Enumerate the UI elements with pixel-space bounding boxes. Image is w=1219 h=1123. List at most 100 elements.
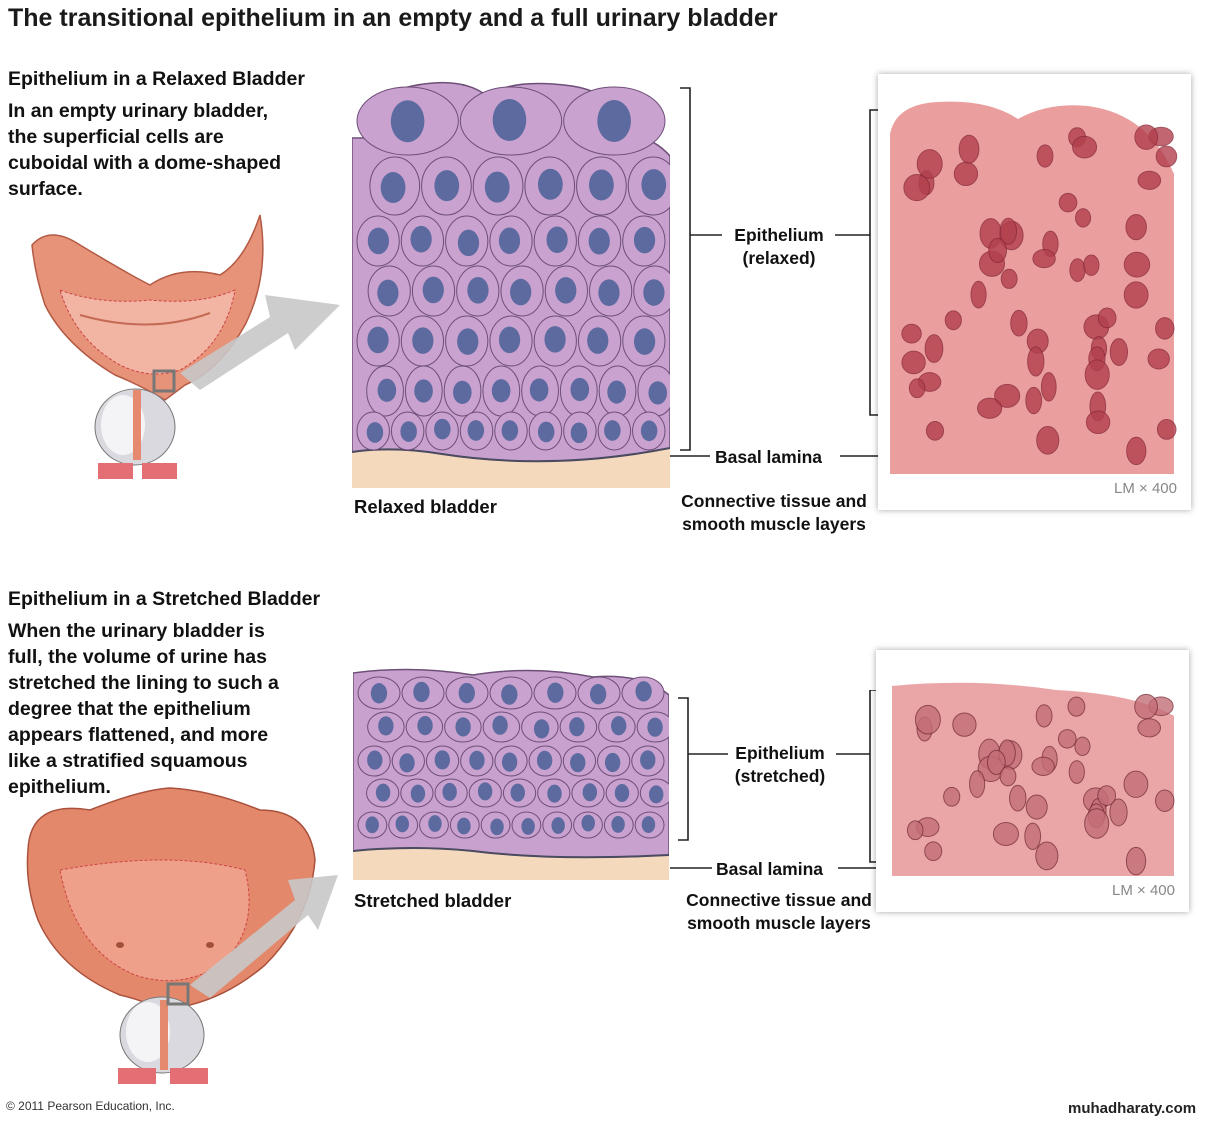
nucleus [943, 786, 961, 807]
page-title: The transitional epithelium in an empty … [8, 4, 778, 32]
stained-nuclei [901, 124, 1178, 466]
nucleus [633, 328, 656, 355]
nucleus [510, 278, 532, 306]
nucleus [1155, 145, 1178, 168]
nucleus [916, 149, 943, 179]
nucleus [640, 750, 656, 770]
nucleus [547, 784, 562, 803]
nucleus [598, 279, 620, 306]
nucleus [501, 684, 518, 705]
stained-nuclei [906, 693, 1175, 876]
nucleus [484, 171, 510, 203]
nucleus [467, 420, 485, 441]
nucleus [988, 237, 1007, 264]
nucleus [498, 326, 521, 354]
nucleus [952, 712, 977, 737]
nucleus [1074, 736, 1091, 756]
nucleus [1123, 251, 1151, 278]
nucleus [999, 766, 1017, 787]
nucleus [925, 421, 945, 441]
nucleus [410, 784, 426, 803]
nucleus [1147, 348, 1170, 370]
nucleus [492, 715, 508, 735]
nucleus [367, 750, 383, 770]
nucleus [1075, 208, 1092, 228]
nucleus [417, 716, 433, 736]
copyright: © 2011 Pearson Education, Inc. [6, 1099, 175, 1113]
nucleus [410, 225, 432, 253]
nucleus [380, 172, 406, 204]
nucleus [490, 818, 504, 836]
nucleus [1155, 789, 1175, 812]
relaxed-connective-label: Connective tissue and smooth muscle laye… [681, 491, 867, 534]
nucleus [521, 818, 535, 835]
nucleus [1137, 718, 1161, 738]
nucleus [375, 783, 391, 802]
nucleus [944, 310, 962, 331]
nucleus [1156, 419, 1177, 440]
nucleus [457, 817, 471, 835]
basal-lamina-line [353, 847, 669, 859]
nucleus [544, 326, 566, 353]
nucleus [611, 816, 625, 833]
basal-lamina-line [352, 447, 670, 463]
nucleus [1134, 693, 1158, 720]
bladder-body [26, 787, 316, 1016]
nucleus [597, 100, 631, 143]
nucleus [1083, 254, 1100, 276]
nucleus [366, 422, 384, 443]
nucleus [604, 420, 621, 441]
nucleus [570, 753, 586, 773]
nucleus [365, 816, 379, 834]
nucleus [648, 381, 668, 405]
nucleus [589, 169, 614, 201]
nucleus [477, 782, 493, 801]
nucleus [378, 716, 394, 736]
stretched-epithelium-label: Epithelium (stretched) [734, 743, 826, 786]
nucleus [1058, 192, 1078, 213]
nucleus [1137, 170, 1162, 190]
relaxed-micrograph [890, 101, 1178, 474]
nucleus [635, 681, 652, 702]
nucleus [455, 717, 471, 737]
nucleus [1040, 372, 1057, 402]
nucleus [1035, 841, 1059, 871]
nucleus [643, 279, 665, 306]
nucleus [1035, 704, 1053, 728]
stretched-heading: Epithelium in a Stretched Bladder [8, 588, 321, 610]
nucleus [413, 681, 430, 703]
nucleus [611, 716, 627, 736]
nucleus [906, 820, 924, 841]
nucleus [491, 379, 511, 403]
nucleus [1027, 346, 1045, 377]
stretched-epithelium-drawing [353, 668, 669, 880]
nucleus [1097, 785, 1117, 806]
nucleus [469, 750, 485, 770]
nucleus [442, 782, 457, 801]
nucleus [570, 422, 588, 444]
nucleus [1126, 436, 1147, 466]
prostate-shape [119, 996, 205, 1074]
nucleus [377, 279, 399, 307]
nucleus [1123, 770, 1149, 798]
nucleus [1067, 696, 1086, 717]
nucleus [453, 380, 472, 404]
nucleus [367, 326, 389, 354]
nucleus [370, 683, 388, 704]
nucleus [1036, 426, 1060, 455]
nucleus [1084, 808, 1110, 839]
nucleus [501, 752, 518, 772]
nucleus [633, 226, 656, 254]
nucleus [390, 100, 425, 143]
nucleus [501, 420, 519, 441]
nucleus [641, 169, 667, 201]
relaxed-description: In an empty urinary bladder, the superfi… [8, 100, 282, 200]
nucleus [901, 323, 922, 344]
relaxed-epithelium-drawing [352, 81, 670, 488]
nucleus [529, 378, 549, 402]
nucleus [467, 277, 489, 304]
nucleus [551, 817, 565, 834]
nucleus [546, 226, 568, 254]
nucleus [1125, 846, 1147, 876]
relaxed-caption: Relaxed bladder [354, 496, 497, 517]
